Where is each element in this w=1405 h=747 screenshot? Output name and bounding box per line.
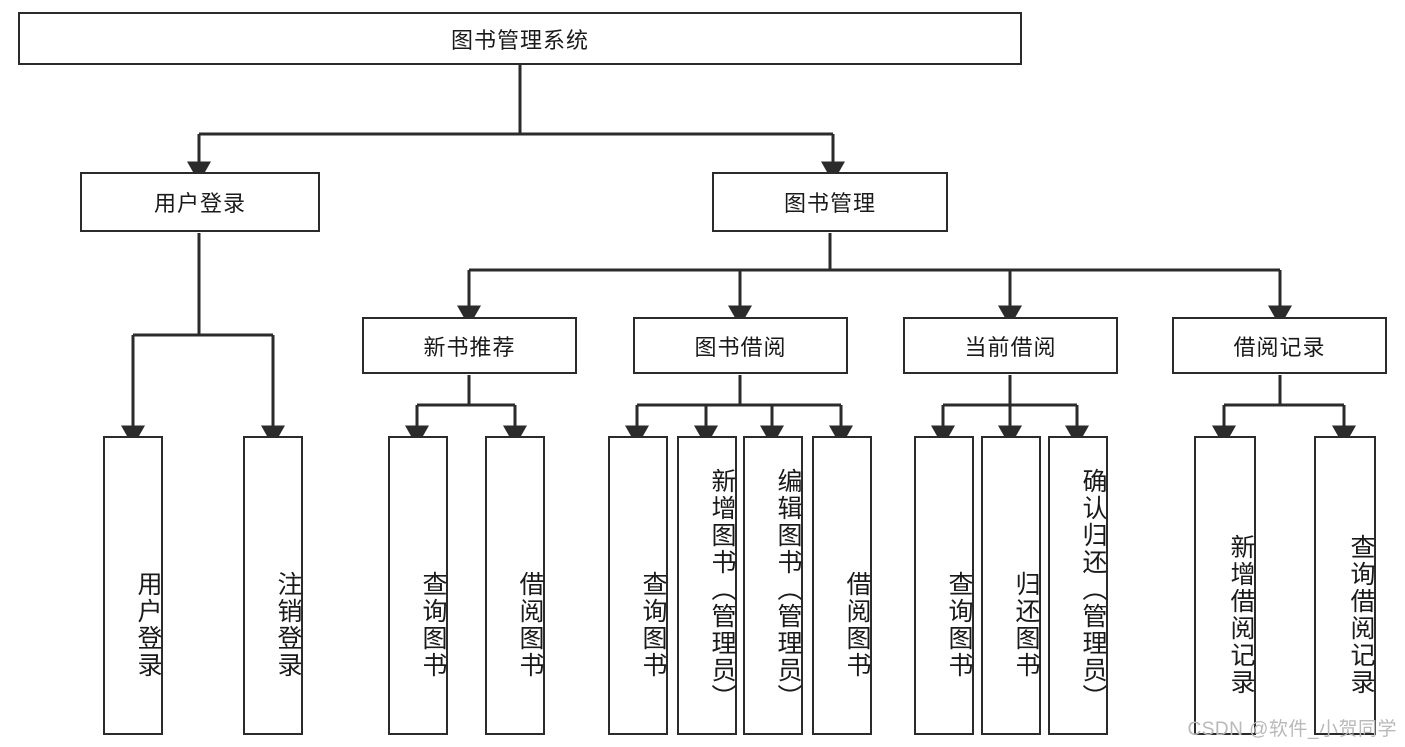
node-new-book-recommend-label: 新书推荐	[423, 334, 516, 360]
node-book-management-label: 图书管理	[783, 191, 876, 216]
node-leaf-add-record-label: 新增借阅记录	[1227, 533, 1255, 696]
node-leaf-confirm-return[interactable]: 确认归还（管理员）	[1048, 436, 1108, 735]
node-leaf-user-login-label: 用户登录	[134, 570, 162, 679]
node-leaf-confirm-return-label: 确认归还（管理员）	[1079, 468, 1107, 711]
node-leaf-query-book-1-label: 查询图书	[419, 570, 447, 679]
node-leaf-return-book[interactable]: 归还图书	[981, 436, 1041, 735]
node-leaf-query-record[interactable]: 查询借阅记录	[1314, 436, 1376, 735]
node-new-book-recommend[interactable]: 新书推荐	[362, 317, 577, 374]
node-leaf-add-record[interactable]: 新增借阅记录	[1194, 436, 1256, 735]
node-leaf-logout[interactable]: 注销登录	[243, 436, 303, 735]
node-leaf-query-book-2[interactable]: 查询图书	[608, 436, 668, 735]
node-leaf-add-book[interactable]: 新增图书（管理员）	[677, 436, 737, 735]
node-leaf-query-book-1[interactable]: 查询图书	[388, 436, 448, 735]
node-borrow-record[interactable]: 借阅记录	[1172, 317, 1387, 374]
node-leaf-logout-label: 注销登录	[274, 570, 302, 679]
node-book-borrow-label: 图书借阅	[694, 334, 787, 360]
node-root-label: 图书管理系统	[450, 27, 589, 53]
node-user-login-label: 用户登录	[153, 191, 246, 216]
node-current-borrow-label: 当前借阅	[964, 334, 1057, 360]
node-leaf-user-login[interactable]: 用户登录	[103, 436, 163, 735]
node-leaf-edit-book-label: 编辑图书（管理员）	[774, 468, 802, 711]
node-current-borrow[interactable]: 当前借阅	[903, 317, 1118, 374]
node-leaf-query-book-2-label: 查询图书	[639, 570, 667, 679]
node-book-management[interactable]: 图书管理	[712, 172, 948, 232]
node-leaf-borrow-book-1[interactable]: 借阅图书	[485, 436, 545, 735]
node-leaf-borrow-book-1-label: 借阅图书	[516, 570, 544, 679]
node-leaf-borrow-book-2-label: 借阅图书	[843, 570, 871, 679]
node-leaf-borrow-book-2[interactable]: 借阅图书	[812, 436, 872, 735]
node-root[interactable]: 图书管理系统	[18, 12, 1022, 65]
node-leaf-query-book-3-label: 查询图书	[945, 570, 973, 679]
node-leaf-add-book-label: 新增图书（管理员）	[708, 468, 736, 711]
node-user-login[interactable]: 用户登录	[80, 172, 320, 232]
node-leaf-edit-book[interactable]: 编辑图书（管理员）	[743, 436, 803, 735]
node-borrow-record-label: 借阅记录	[1233, 334, 1326, 360]
node-leaf-query-book-3[interactable]: 查询图书	[914, 436, 974, 735]
node-leaf-query-record-label: 查询借阅记录	[1347, 533, 1375, 696]
node-book-borrow[interactable]: 图书借阅	[633, 317, 848, 374]
node-leaf-return-book-label: 归还图书	[1012, 570, 1040, 679]
